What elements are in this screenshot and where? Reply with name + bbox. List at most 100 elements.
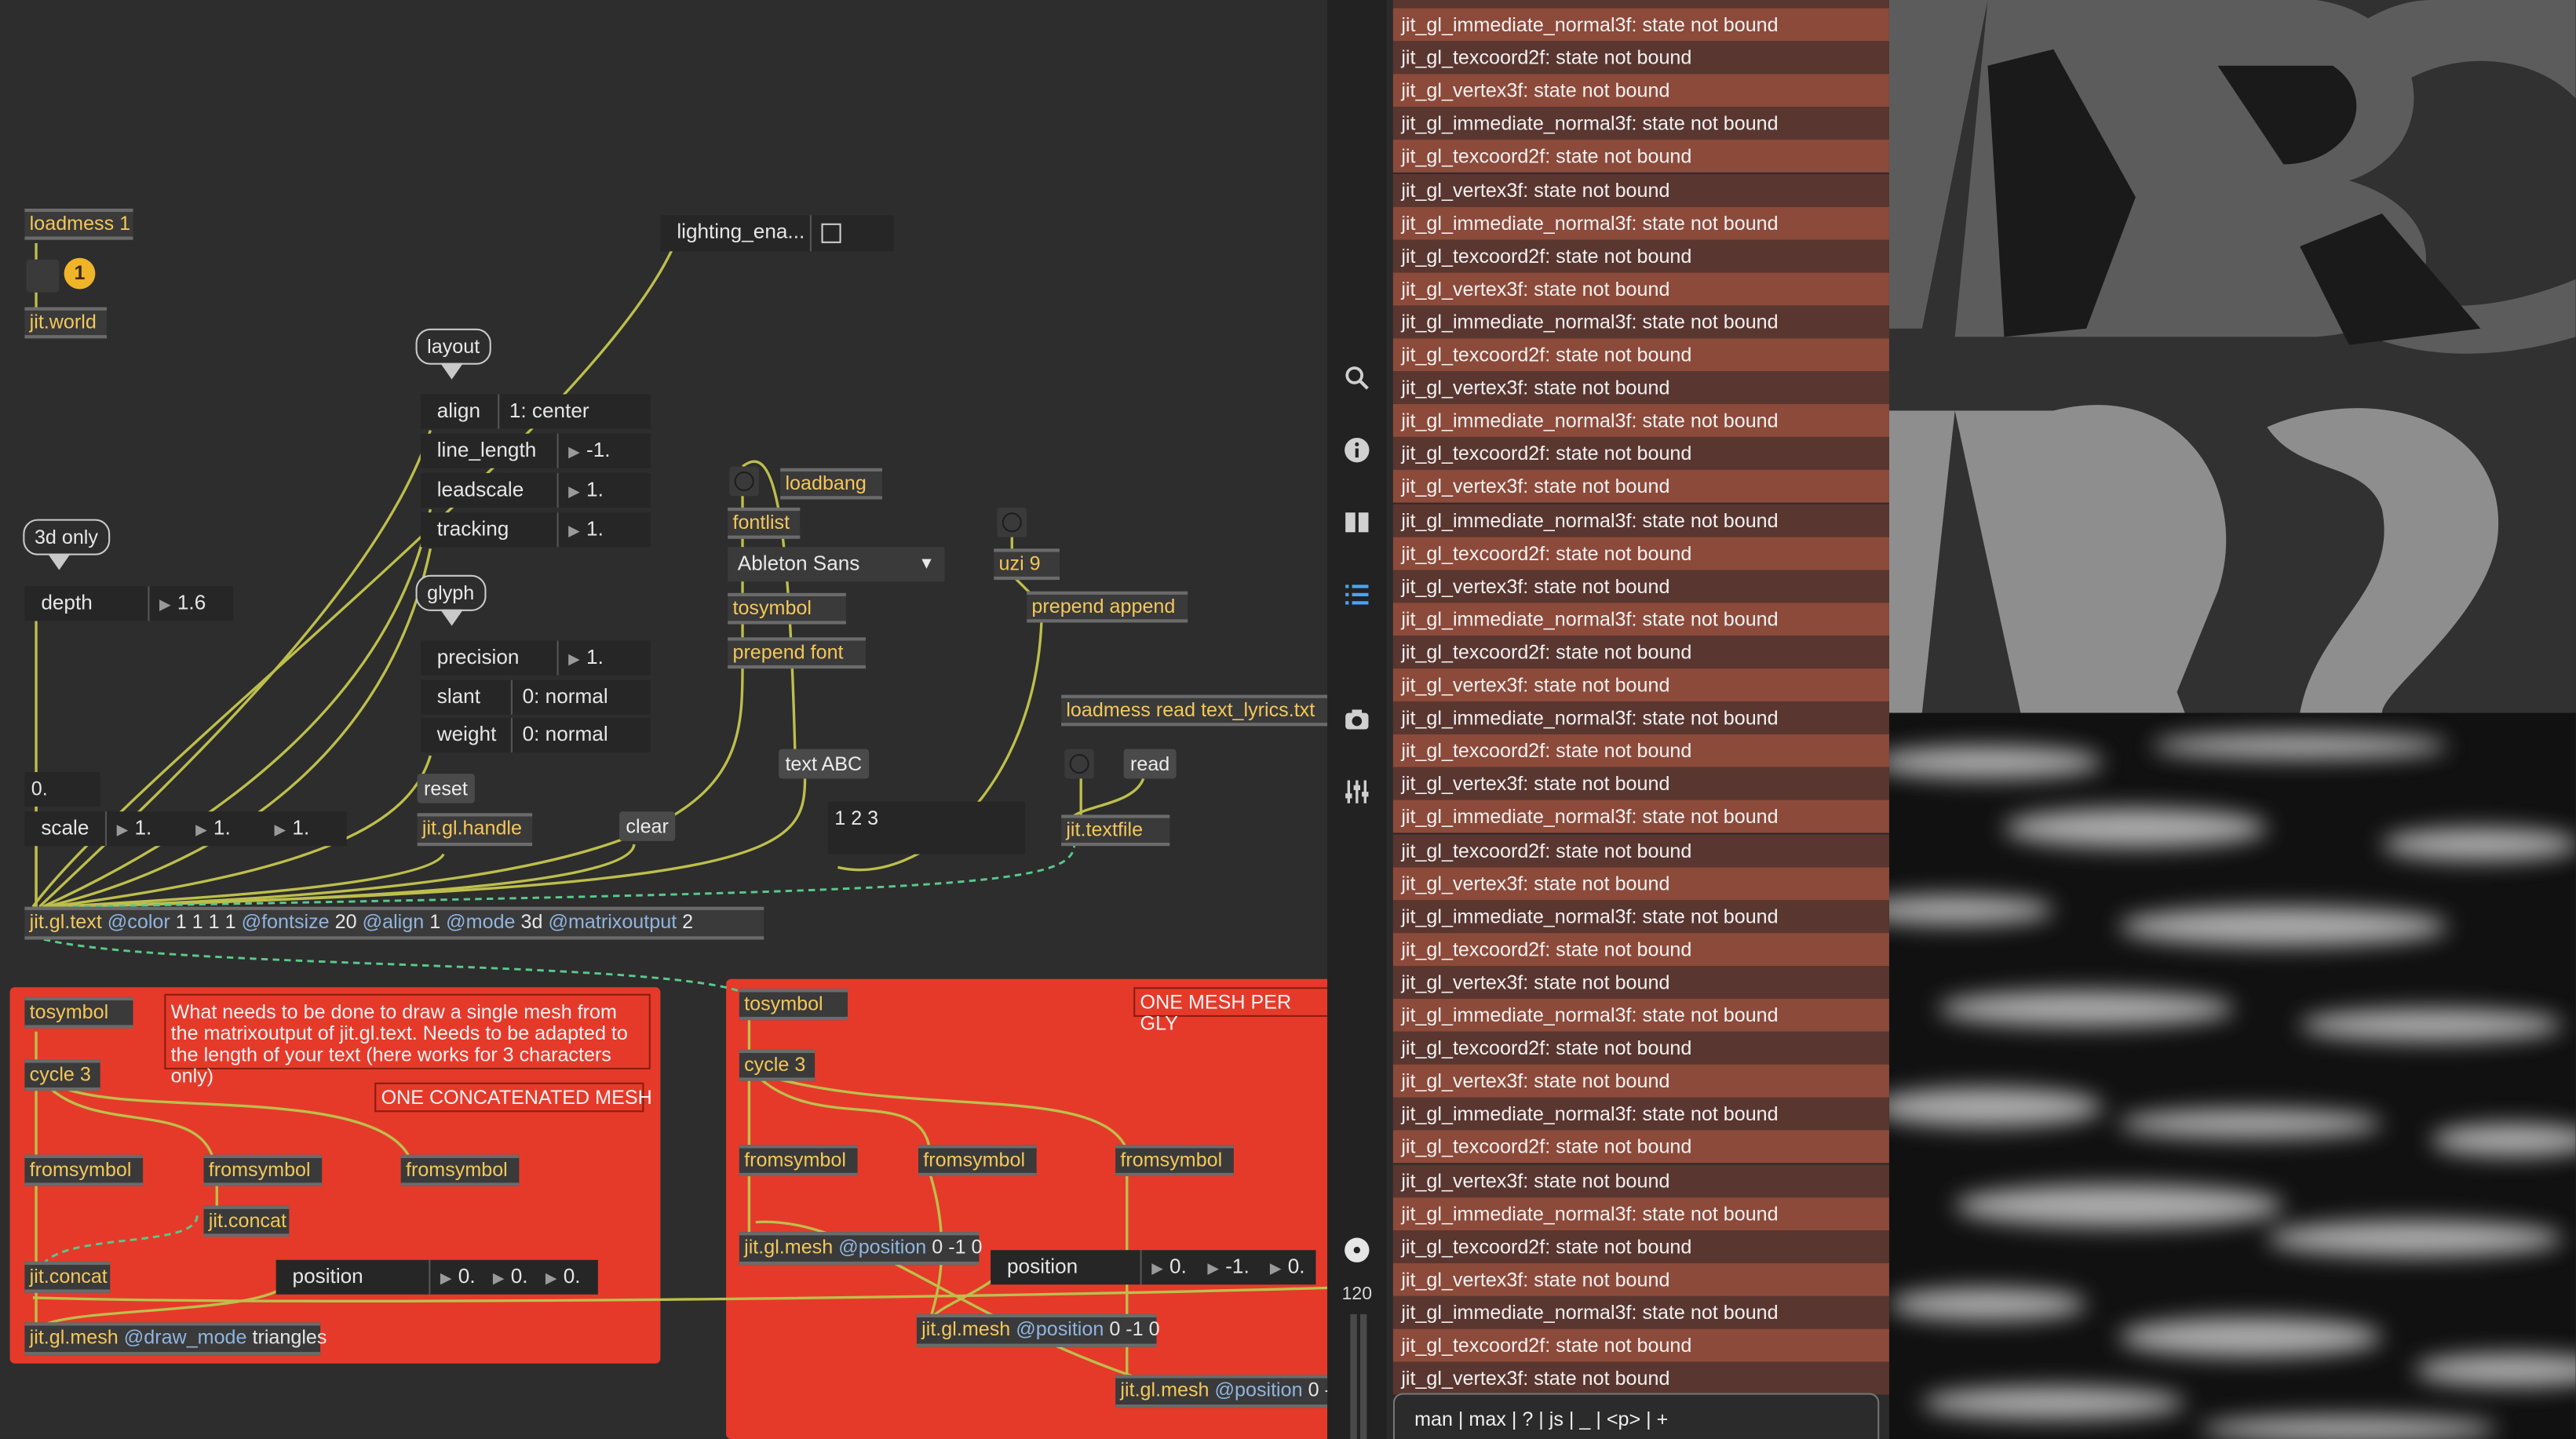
console-filter-bar[interactable]: man | max | ? | js | _ | <p> | + bbox=[1392, 1393, 1880, 1439]
console-message[interactable]: jit_gl_immediate_normal3f: state not bou… bbox=[1392, 1098, 1889, 1131]
depth-attrui[interactable]: depth ▶1.6 bbox=[24, 586, 234, 621]
console-message[interactable]: jit_gl_immediate_normal3f: state not bou… bbox=[1392, 1197, 1889, 1230]
prepend-append-object[interactable]: prepend append bbox=[1027, 591, 1188, 623]
info-icon[interactable] bbox=[1344, 437, 1370, 463]
console-message[interactable]: jit_gl_immediate_normal3f: state not bou… bbox=[1392, 8, 1889, 42]
read-message[interactable]: read bbox=[1123, 749, 1177, 779]
left-position-attrui[interactable]: position ▶0. ▶0. ▶0. bbox=[275, 1259, 598, 1295]
loadmess-1[interactable]: loadmess 1 bbox=[24, 208, 133, 240]
left-position-z[interactable]: ▶0. bbox=[545, 1260, 581, 1295]
console-message[interactable]: jit_gl_immediate_normal3f: state not bou… bbox=[1392, 800, 1889, 834]
right-position-y[interactable]: ▶-1. bbox=[1207, 1250, 1270, 1284]
right-jit-gl-mesh-2[interactable]: jit.gl.mesh @position 0 -1 0 bbox=[916, 1313, 1160, 1347]
weight-value[interactable]: 0: normal bbox=[522, 723, 608, 746]
tracking-attrui[interactable]: tracking ▶1. bbox=[420, 512, 651, 548]
left-position-x[interactable]: ▶0. bbox=[440, 1260, 493, 1295]
tosymbol-object[interactable]: tosymbol bbox=[728, 592, 846, 625]
textfile-bang[interactable] bbox=[1064, 749, 1094, 779]
weight-attrui[interactable]: weight 0: normal bbox=[420, 717, 651, 752]
console-message[interactable]: jit_gl_texcoord2f: state not bound bbox=[1392, 239, 1889, 272]
fontlist-bang[interactable] bbox=[729, 466, 759, 497]
console-message[interactable]: jit_gl_immediate_normal3f: state not bou… bbox=[1392, 998, 1889, 1032]
lighting-enable-attrui[interactable]: lighting_ena... bbox=[660, 215, 894, 252]
line-length-attrui[interactable]: line_length ▶-1. bbox=[420, 433, 651, 468]
left-fromsymbol-1[interactable]: fromsymbol bbox=[24, 1154, 144, 1186]
left-tosymbol-object[interactable]: tosymbol bbox=[24, 996, 133, 1029]
font-menu[interactable]: Ableton Sans ▼ bbox=[728, 547, 945, 582]
search-icon[interactable] bbox=[1344, 365, 1370, 391]
fontlist-object[interactable]: fontlist bbox=[728, 507, 801, 539]
text-abc-message[interactable]: text ABC bbox=[779, 749, 869, 779]
console-message[interactable]: jit_gl_texcoord2f: state not bound bbox=[1392, 1328, 1889, 1362]
console-message[interactable]: jit_gl_vertex3f: state not bound bbox=[1392, 1262, 1889, 1296]
right-tosymbol-object[interactable]: tosymbol bbox=[739, 989, 848, 1021]
camera-icon[interactable] bbox=[1344, 706, 1370, 732]
console-message[interactable]: jit_gl_immediate_normal3f: state not bou… bbox=[1392, 602, 1889, 636]
jit-textfile-object[interactable]: jit.textfile bbox=[1061, 814, 1170, 847]
left-position-y[interactable]: ▶0. bbox=[493, 1260, 545, 1295]
console-message[interactable]: jit_gl_immediate_normal3f: state not bou… bbox=[1392, 1295, 1889, 1329]
console-message[interactable]: jit_gl_vertex3f: state not bound bbox=[1392, 272, 1889, 305]
uzi-object[interactable]: uzi 9 bbox=[994, 548, 1060, 581]
console-message[interactable]: jit_gl_texcoord2f: state not bound bbox=[1392, 41, 1889, 75]
precision-attrui[interactable]: precision ▶1. bbox=[420, 640, 651, 676]
console-message[interactable]: jit_gl_vertex3f: state not bound bbox=[1392, 767, 1889, 801]
reset-message[interactable]: reset bbox=[417, 774, 475, 803]
console-message[interactable]: jit_gl_texcoord2f: state not bound bbox=[1392, 932, 1889, 966]
patcher-canvas[interactable]: loadmess 1 1 jit.world lighting_ena... l… bbox=[0, 0, 1328, 1439]
console-message[interactable]: jit_gl_texcoord2f: state not bound bbox=[1392, 437, 1889, 471]
jit-concat-object-b[interactable]: jit.concat bbox=[203, 1205, 290, 1237]
left-jit-gl-mesh-object[interactable]: jit.gl.mesh @draw_mode triangles bbox=[24, 1322, 327, 1356]
left-fromsymbol-2[interactable]: fromsymbol bbox=[203, 1154, 323, 1186]
left-cycle-object[interactable]: cycle 3 bbox=[24, 1059, 100, 1091]
leadscale-attrui[interactable]: leadscale ▶1. bbox=[420, 472, 651, 508]
console-message[interactable]: jit_gl_vertex3f: state not bound bbox=[1392, 74, 1889, 107]
scale-y-field[interactable]: ▶1. bbox=[195, 811, 274, 846]
clock-icon[interactable] bbox=[1344, 1237, 1370, 1262]
console-message[interactable]: jit_gl_vertex3f: state not bound bbox=[1392, 965, 1889, 999]
loadbang-object[interactable]: loadbang bbox=[780, 468, 882, 500]
console-message[interactable]: jit_gl_immediate_normal3f: state not bou… bbox=[1392, 107, 1889, 140]
console-message[interactable]: jit_gl_vertex3f: state not bound bbox=[1392, 866, 1889, 900]
right-position-attrui[interactable]: position ▶0. ▶-1. ▶0. bbox=[991, 1250, 1316, 1285]
right-position-z[interactable]: ▶0. bbox=[1270, 1250, 1305, 1284]
console-message[interactable]: jit_gl_vertex3f: state not bound bbox=[1392, 470, 1889, 504]
console-message[interactable]: jit_gl_vertex3f: state not bound bbox=[1392, 173, 1889, 206]
console-message[interactable]: jit_gl_texcoord2f: state not bound bbox=[1392, 140, 1889, 173]
world-toggle[interactable] bbox=[26, 259, 60, 293]
slant-attrui[interactable]: slant 0: normal bbox=[420, 679, 651, 715]
right-fromsymbol-3[interactable]: fromsymbol bbox=[1115, 1145, 1234, 1177]
console-message[interactable]: jit_gl_vertex3f: state not bound bbox=[1392, 569, 1889, 603]
console-message[interactable]: jit_gl_texcoord2f: state not bound bbox=[1392, 1131, 1889, 1164]
slant-value[interactable]: 0: normal bbox=[522, 685, 608, 709]
sliders-icon[interactable] bbox=[1344, 778, 1370, 804]
console-message[interactable]: jit_gl_vertex3f: state not bound bbox=[1392, 1361, 1889, 1395]
jit-concat-object-a[interactable]: jit.concat bbox=[24, 1261, 111, 1293]
console-message[interactable]: jit_gl_immediate_normal3f: state not bou… bbox=[1392, 206, 1889, 239]
right-jit-gl-mesh-1[interactable]: jit.gl.mesh @position 0 -1 0 bbox=[739, 1232, 983, 1266]
console-message[interactable]: jit_gl_texcoord2f: state not bound bbox=[1392, 734, 1889, 768]
jit-gl-text-object[interactable]: jit.gl.text @color 1 1 1 1 @fontsize 20 … bbox=[24, 906, 764, 940]
align-attrui[interactable]: align 1: center bbox=[420, 394, 651, 429]
jit-gl-handle-object[interactable]: jit.gl.handle bbox=[417, 813, 533, 847]
scale-attrui[interactable]: scale ▶1. ▶1. ▶1. bbox=[24, 811, 347, 847]
scale-z-field[interactable]: ▶1. bbox=[275, 811, 310, 846]
console-message[interactable]: jit_gl_texcoord2f: state not bound bbox=[1392, 635, 1889, 668]
right-fromsymbol-1[interactable]: fromsymbol bbox=[739, 1145, 858, 1177]
lighting-checkbox[interactable] bbox=[821, 223, 841, 243]
console-message[interactable]: jit_gl_texcoord2f: state not bound bbox=[1392, 1230, 1889, 1263]
clear-message[interactable]: clear bbox=[619, 811, 676, 841]
loadmess-read-object[interactable]: loadmess read text_lyrics.txt bbox=[1061, 694, 1328, 727]
console-message[interactable]: jit_gl_immediate_normal3f: state not bou… bbox=[1392, 503, 1889, 537]
console-message[interactable]: jit_gl_immediate_normal3f: state not bou… bbox=[1392, 305, 1889, 339]
console-message[interactable]: jit_gl_texcoord2f: state not bound bbox=[1392, 536, 1889, 570]
console-message[interactable]: jit_gl_vertex3f: state not bound bbox=[1392, 668, 1889, 701]
console-message[interactable]: jit_gl_vertex3f: state not bound bbox=[1392, 371, 1889, 405]
prepend-font-object[interactable]: prepend font bbox=[728, 637, 867, 669]
max-console[interactable]: jit_gl_immediate_normal3f: state not bou… bbox=[1386, 0, 1889, 1439]
console-message[interactable]: jit_gl_vertex3f: state not bound bbox=[1392, 1164, 1889, 1197]
list-icon[interactable] bbox=[1344, 581, 1370, 607]
scale-x-field[interactable]: ▶1. bbox=[117, 811, 195, 846]
right-fromsymbol-2[interactable]: fromsymbol bbox=[918, 1145, 1037, 1177]
right-position-x[interactable]: ▶0. bbox=[1151, 1250, 1207, 1284]
